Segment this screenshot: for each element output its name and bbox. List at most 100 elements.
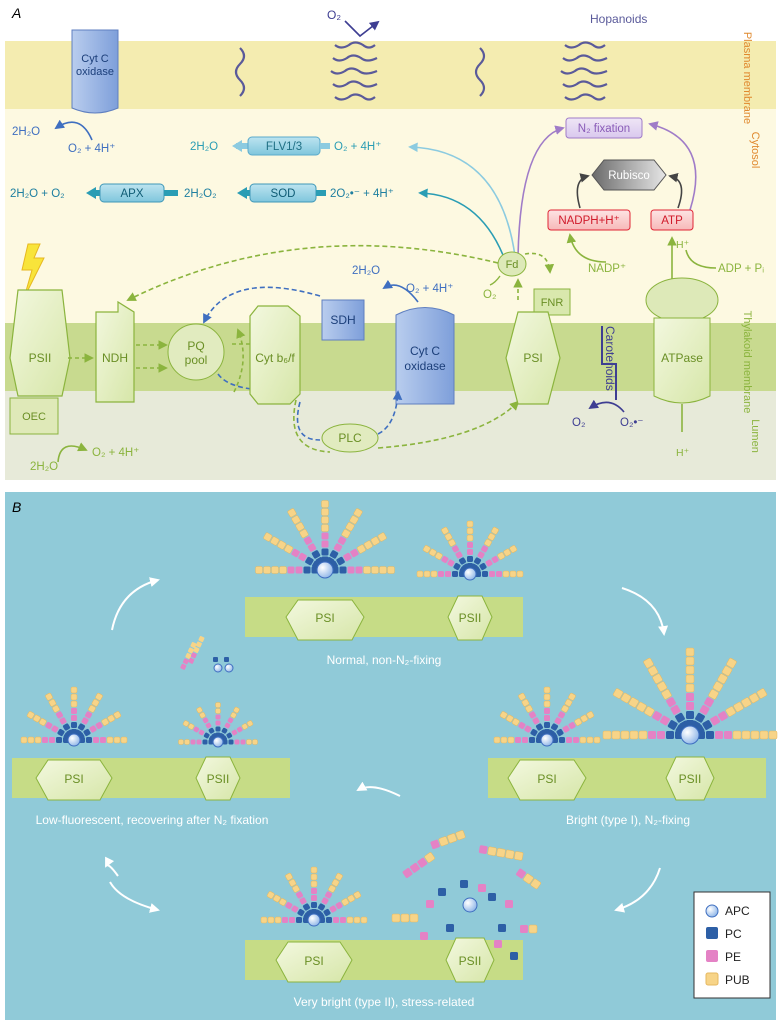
fnr-label: FNR bbox=[541, 297, 564, 309]
panel-b-background bbox=[5, 492, 776, 1020]
psii-low-label: PSII bbox=[207, 772, 230, 786]
detached-pc bbox=[488, 893, 496, 901]
pq-pool bbox=[167, 323, 225, 381]
state-low-caption: Low-fluorescent, recovering after N₂ fix… bbox=[36, 813, 269, 827]
zone-cytosol-label: Cytosol bbox=[749, 132, 761, 169]
psii-low: PSII bbox=[195, 756, 241, 801]
cytc-thy-line1: Cyt C bbox=[410, 344, 440, 358]
lumen-water: 2H₂O bbox=[30, 461, 58, 473]
state-bright2-caption: Very bright (type II), stress-related bbox=[294, 995, 475, 1009]
psi-bright1: PSI bbox=[507, 759, 587, 801]
released-apc bbox=[224, 663, 234, 673]
legend-apc-swatch bbox=[705, 904, 719, 918]
o2-top-label: O₂ bbox=[327, 8, 341, 22]
sdh-o2: O₂ + 4H⁺ bbox=[406, 283, 453, 295]
released-rod bbox=[180, 642, 197, 670]
carot-o2: O₂ bbox=[572, 417, 585, 429]
adp-label: ADP + Pᵢ bbox=[718, 263, 764, 275]
pbs-low-psi bbox=[20, 686, 128, 747]
atpase-head bbox=[645, 277, 719, 323]
rubisco-hexagon bbox=[591, 159, 667, 191]
detached-pc bbox=[460, 880, 468, 888]
psii-bright1-label: PSII bbox=[679, 772, 702, 786]
released-pc bbox=[213, 657, 218, 662]
flv-product: 2H₂O bbox=[190, 141, 218, 153]
pbs-bright2-psi bbox=[260, 866, 368, 927]
detached-rod bbox=[430, 830, 466, 850]
panel-b: B PSI PSII PSI PSII PSI PSII bbox=[5, 492, 778, 1020]
psi-low-label: PSI bbox=[64, 772, 83, 786]
legend-pub-swatch bbox=[705, 972, 719, 986]
flv-substrate: O₂ + 4H⁺ bbox=[334, 141, 381, 153]
nadph-box bbox=[547, 209, 631, 231]
carot-superoxide: O₂•⁻ bbox=[620, 417, 644, 429]
lumen-o2: O₂ + 4H⁺ bbox=[92, 447, 139, 459]
sdh-water: 2H₂O bbox=[352, 265, 380, 277]
legend-pe-swatch bbox=[706, 950, 718, 962]
released-pc bbox=[224, 657, 229, 662]
atpase-label: ATPase bbox=[661, 351, 703, 365]
o2-top-arrow bbox=[344, 20, 380, 38]
detached-rod bbox=[402, 852, 435, 878]
state-bright1-caption: Bright (type I), N₂-fixing bbox=[566, 813, 690, 827]
sod-enzyme-label: SOD bbox=[271, 188, 296, 200]
sod-substrate: 2O₂•⁻ + 4H⁺ bbox=[330, 188, 394, 200]
cytc-oxidase-thylakoid bbox=[395, 307, 455, 405]
legend-pe: PE bbox=[725, 950, 741, 964]
light-bolt-icon bbox=[21, 243, 45, 299]
panel-a: A Plasma membrane Cytosol Thylakoid memb… bbox=[5, 5, 776, 480]
n2-fixation-label: N₂ fixation bbox=[578, 123, 630, 135]
detached-pe bbox=[420, 932, 428, 940]
psi-bright2: PSI bbox=[275, 941, 353, 983]
hopanoid-lipids bbox=[234, 41, 608, 101]
legend: APC PC PE PUB bbox=[693, 891, 771, 999]
fd-label: Fd bbox=[506, 259, 519, 271]
zone-thylakoid-label: Thylakoid membrane bbox=[741, 311, 753, 414]
psi-bright1-label: PSI bbox=[537, 772, 556, 786]
h-plus-top: H⁺ bbox=[676, 239, 689, 251]
svg-text:Plasma membrane: Plasma membrane bbox=[741, 32, 753, 124]
legend-apc: APC bbox=[725, 904, 750, 918]
nadp-label: NADP⁺ bbox=[588, 263, 626, 275]
zone-plasma-label: Plasma membrane bbox=[741, 32, 753, 124]
cytb6f-label: Cyt b₆/f bbox=[255, 351, 295, 365]
apx-enzyme-label: APX bbox=[120, 188, 143, 200]
hopanoids-label: Hopanoids bbox=[590, 12, 647, 26]
detached-rod bbox=[516, 868, 541, 890]
oec-label: OEC bbox=[22, 411, 46, 423]
panel-b-label: B bbox=[12, 499, 21, 515]
detached-pe bbox=[426, 900, 434, 908]
carotenoid-molecule bbox=[601, 326, 617, 400]
pbs-bright1-psii bbox=[602, 647, 778, 745]
ferredoxin bbox=[497, 251, 527, 277]
lumen-zone bbox=[5, 391, 776, 480]
sdh-box bbox=[321, 299, 365, 341]
plasma-membrane-zone bbox=[5, 41, 776, 109]
detached-pe bbox=[478, 884, 486, 892]
sdh-label: SDH bbox=[330, 313, 355, 327]
detached-pe bbox=[505, 900, 513, 908]
psii-complex bbox=[9, 289, 71, 397]
pbs-low-psii bbox=[178, 702, 258, 748]
detached-rod bbox=[391, 913, 419, 923]
psi-normal: PSI bbox=[285, 599, 365, 641]
cytb6f-complex bbox=[249, 305, 301, 405]
plc-label: PLC bbox=[338, 431, 362, 445]
detached-pc bbox=[510, 952, 518, 960]
panel-a-label: A bbox=[11, 5, 21, 21]
atpase-body bbox=[653, 317, 711, 404]
cytc-top-product: 2H₂O bbox=[12, 126, 40, 138]
state-normal-caption: Normal, non-N₂-fixing bbox=[327, 653, 442, 667]
fnr-box bbox=[533, 288, 571, 316]
detached-rod bbox=[520, 924, 538, 934]
detached-pe bbox=[494, 940, 502, 948]
detached-pc bbox=[446, 924, 454, 932]
h-plus-bottom: H⁺ bbox=[676, 447, 689, 459]
legend-pc: PC bbox=[725, 927, 742, 941]
psii-normal-label: PSII bbox=[459, 611, 482, 625]
oec-box bbox=[9, 397, 59, 435]
legend-pc-swatch bbox=[706, 927, 718, 939]
carotenoids-label: Carotenoids bbox=[603, 326, 617, 391]
ndh-complex bbox=[95, 300, 135, 403]
